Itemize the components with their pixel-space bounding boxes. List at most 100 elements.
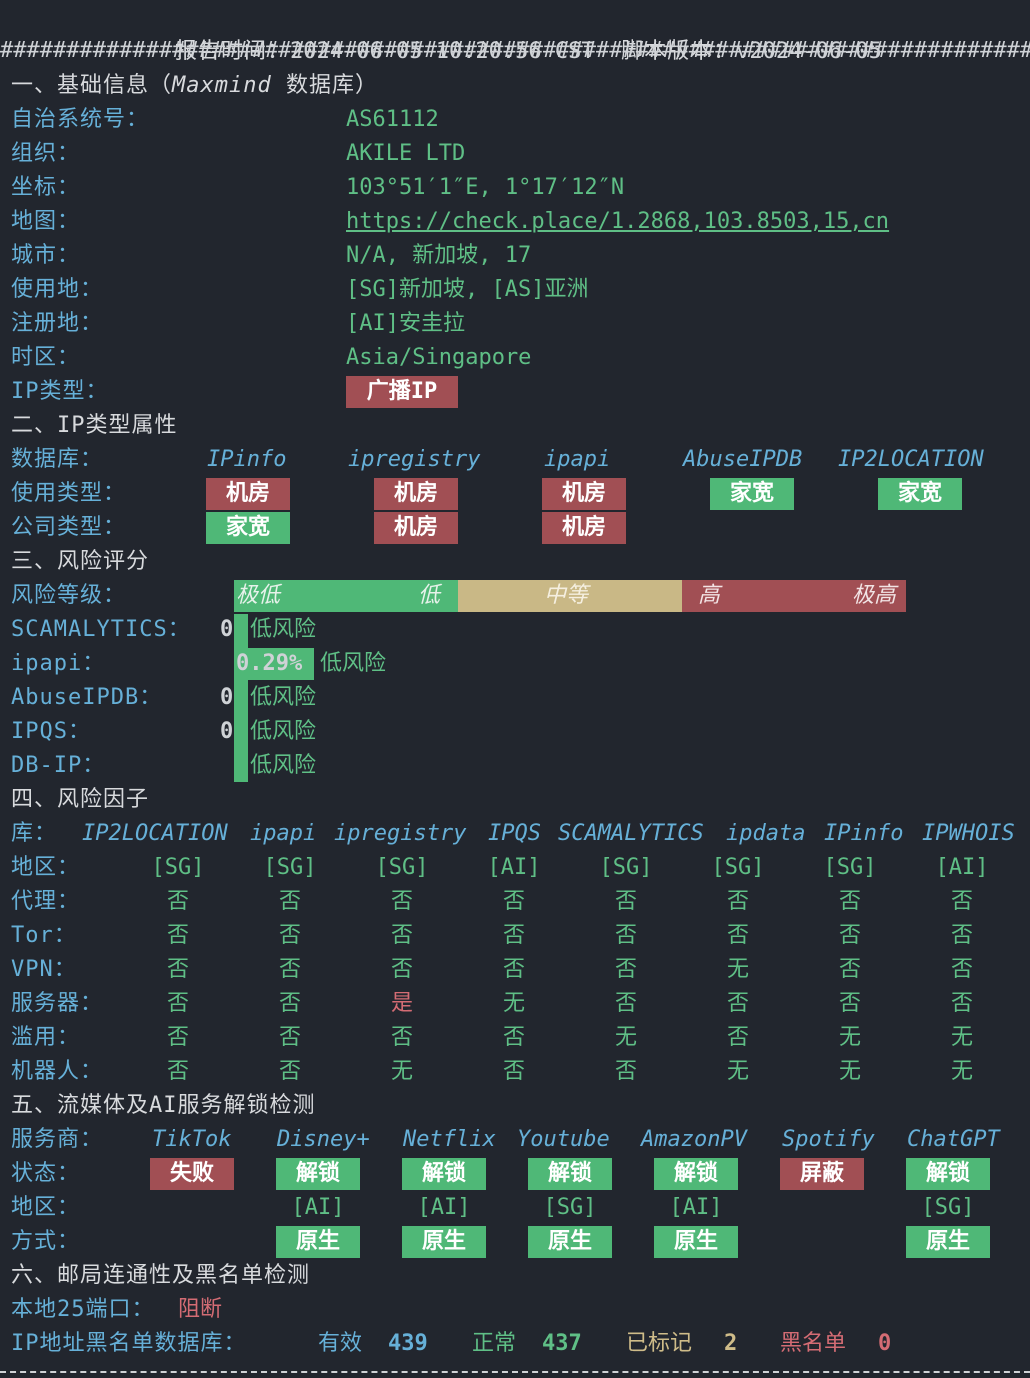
ipqs-risk: 低风险 bbox=[250, 719, 317, 744]
factor-cell: 否 bbox=[726, 889, 749, 914]
factor-cell: 否 bbox=[166, 1059, 189, 1084]
factor-cell: 否 bbox=[166, 1025, 189, 1050]
factor-cell: 否 bbox=[278, 957, 301, 982]
service-status-badge: 解锁 bbox=[654, 1158, 738, 1190]
factor-cell: 否 bbox=[726, 923, 749, 948]
usage-type-ipinfo: 机房 bbox=[206, 478, 290, 510]
iptype-db-ipinfo: IPinfo bbox=[207, 447, 287, 472]
factors-db-label: 库： bbox=[11, 821, 58, 846]
service-name: Youtube bbox=[517, 1127, 610, 1152]
ipqs-label: IPQS： bbox=[11, 719, 91, 744]
registered-location-value: [AI]安圭拉 bbox=[346, 311, 465, 336]
risk-scale-high-segment bbox=[682, 580, 906, 612]
scamalytics-score: 0 bbox=[220, 617, 234, 642]
factor-cell: [AI] bbox=[487, 855, 541, 880]
section-factors-title: 四、风险因子 bbox=[11, 787, 150, 812]
service-name: AmazonPV bbox=[641, 1127, 747, 1152]
service-status-badge: 失败 bbox=[150, 1158, 234, 1190]
factor-cell: [AI] bbox=[935, 855, 989, 880]
usage-location-value: [SG]新加坡, [AS]亚洲 bbox=[346, 277, 589, 302]
status-label: 状态： bbox=[11, 1161, 81, 1186]
factor-cell: 否 bbox=[950, 957, 973, 982]
org-value: AKILE LTD bbox=[346, 141, 466, 166]
ip-type-label: IP类型： bbox=[11, 379, 109, 404]
service-method-badge: 原生 bbox=[906, 1226, 990, 1258]
factor-cell: 否 bbox=[950, 991, 973, 1016]
blacklist-black-label: 黑名单 bbox=[780, 1331, 847, 1356]
region-label: 地区： bbox=[11, 1195, 81, 1220]
service-name: Disney+ bbox=[277, 1127, 370, 1152]
blacklist-valid-count: 439 bbox=[388, 1331, 428, 1356]
service-method-badge: 原生 bbox=[402, 1226, 486, 1258]
factor-cell: 否 bbox=[502, 957, 525, 982]
factor-cell: 否 bbox=[278, 991, 301, 1016]
map-link[interactable]: https://check.place/1.2868,103.8503,15,c… bbox=[346, 209, 890, 234]
city-label: 城市： bbox=[11, 243, 81, 268]
service-status-badge: 屏蔽 bbox=[780, 1158, 864, 1190]
port25-label: 本地25端口： bbox=[11, 1297, 155, 1322]
abuseipdb-score: 0 bbox=[220, 685, 234, 710]
factor-cell: 无 bbox=[950, 1059, 973, 1084]
asn-value: AS61112 bbox=[346, 107, 439, 132]
city-value: N/A, 新加坡, 17 bbox=[346, 243, 532, 268]
service-status-badge: 解锁 bbox=[528, 1158, 612, 1190]
factor-cell: 否 bbox=[390, 923, 413, 948]
section-iptype-title: 二、IP类型属性 bbox=[11, 413, 178, 438]
service-method-badge: 原生 bbox=[276, 1226, 360, 1258]
version-label: 脚本版本： bbox=[621, 39, 737, 64]
factor-cell: 否 bbox=[166, 991, 189, 1016]
coord-value: 103°51′1″E, 1°17′12″N bbox=[346, 175, 625, 200]
timezone-label: 时区： bbox=[11, 345, 81, 370]
scamalytics-risk: 低风险 bbox=[250, 617, 317, 642]
factor-cell: 否 bbox=[838, 991, 861, 1016]
factor-cell: 否 bbox=[502, 1025, 525, 1050]
factor-cell: 否 bbox=[614, 991, 637, 1016]
factor-row-label: 滥用： bbox=[11, 1025, 81, 1050]
service-region: [AI] bbox=[291, 1195, 345, 1220]
iptype-db-label: 数据库： bbox=[11, 447, 104, 472]
service-name: Netflix bbox=[403, 1127, 496, 1152]
factor-cell: 否 bbox=[614, 1059, 637, 1084]
factor-db-scamalytics: SCAMALYTICS bbox=[558, 821, 704, 846]
blacklist-valid-label: 有效 bbox=[318, 1331, 363, 1356]
factor-cell: 无 bbox=[502, 991, 525, 1016]
factor-cell: 无 bbox=[838, 1025, 861, 1050]
service-name: ChatGPT bbox=[907, 1127, 1000, 1152]
provider-label: 服务商： bbox=[11, 1127, 104, 1152]
risk-level-label: 风险等级： bbox=[11, 583, 127, 608]
asn-label: 自治系统号： bbox=[11, 107, 150, 132]
dbip-label: DB-IP： bbox=[11, 753, 106, 778]
factor-db-ipinfo: IPinfo bbox=[824, 821, 904, 846]
factor-cell: 无 bbox=[390, 1059, 413, 1084]
service-status-badge: 解锁 bbox=[276, 1158, 360, 1190]
blacklist-label: IP地址黑名单数据库： bbox=[11, 1331, 247, 1356]
blacklist-marked-count: 2 bbox=[724, 1331, 738, 1356]
iptype-db-ipregistry: ipregistry bbox=[348, 447, 481, 472]
factor-cell: 无 bbox=[838, 1059, 861, 1084]
factor-cell: 否 bbox=[838, 957, 861, 982]
factor-row-label: VPN： bbox=[11, 957, 77, 982]
map-label: 地图： bbox=[11, 209, 81, 234]
factor-cell: 是 bbox=[390, 991, 413, 1016]
service-method-badge: 原生 bbox=[654, 1226, 738, 1258]
company-type-ipinfo: 家宽 bbox=[206, 512, 290, 544]
iptype-db-abuseipdb: AbuseIPDB bbox=[683, 447, 803, 472]
factor-cell: [SG] bbox=[711, 855, 765, 880]
factor-cell: 否 bbox=[390, 889, 413, 914]
factor-db-ip2location: IP2LOCATION bbox=[82, 821, 228, 846]
factor-cell: 否 bbox=[614, 889, 637, 914]
risk-scale-very-low: 极低 bbox=[236, 583, 281, 608]
blacklist-black-count: 0 bbox=[878, 1331, 892, 1356]
dbip-risk: 低风险 bbox=[250, 753, 317, 778]
risk-column-bar bbox=[234, 614, 248, 782]
service-method-badge: 原生 bbox=[528, 1226, 612, 1258]
factor-cell: 否 bbox=[166, 923, 189, 948]
factor-cell: 否 bbox=[614, 923, 637, 948]
service-region: [AI] bbox=[417, 1195, 471, 1220]
usage-location-label: 使用地： bbox=[11, 277, 104, 302]
factor-row-label: 地区： bbox=[11, 855, 81, 880]
ipapi-score: 0.29% bbox=[236, 651, 303, 676]
risk-scale-low-segment bbox=[234, 580, 458, 612]
usage-type-abuseipdb: 家宽 bbox=[710, 478, 794, 510]
factor-cell: 否 bbox=[726, 991, 749, 1016]
